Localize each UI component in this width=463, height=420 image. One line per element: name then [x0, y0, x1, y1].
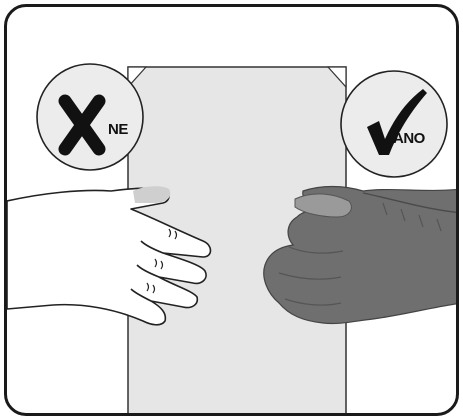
badge-correct-label: ANO [393, 130, 435, 147]
badge-wrong-label: NE [108, 121, 144, 138]
badge-wrong [37, 64, 143, 170]
badge-correct [341, 71, 447, 177]
instruction-illustration [7, 7, 459, 416]
illustration-frame: NE ANO [4, 4, 459, 416]
